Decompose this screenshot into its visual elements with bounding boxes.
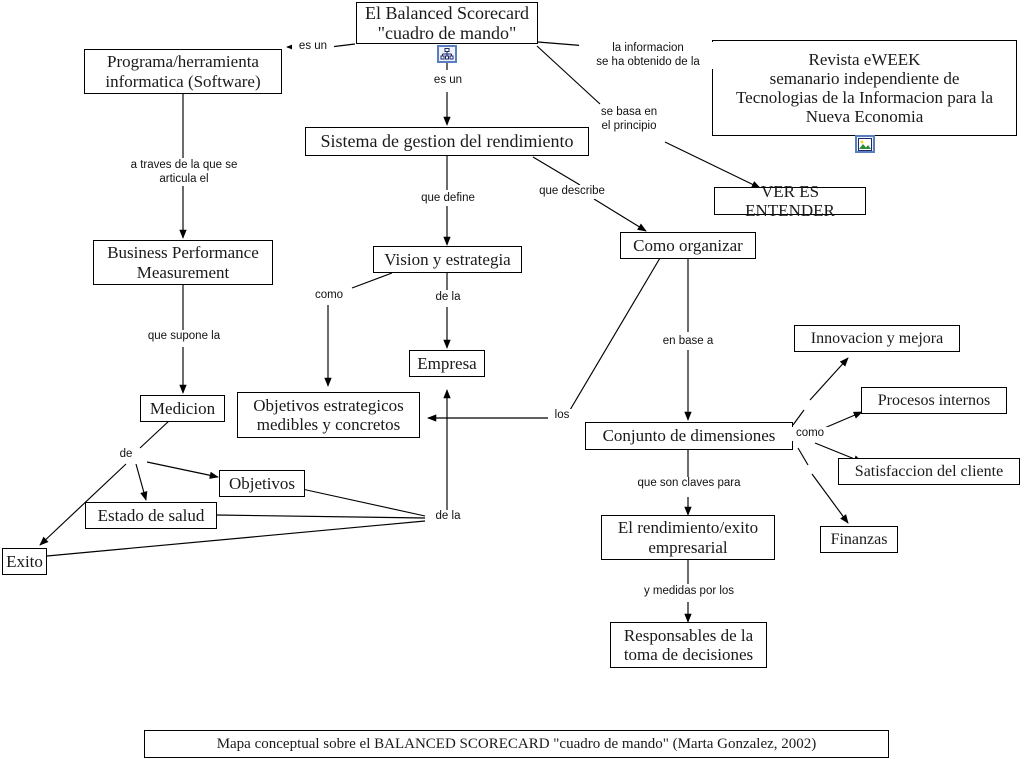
link-label-de-la-empresa-vision: de la xyxy=(428,291,468,305)
link-sistema-org-a xyxy=(532,156,581,186)
node-medicion[interactable]: Medicion xyxy=(140,395,225,422)
link-label-de-medicion: de xyxy=(114,448,138,462)
link-objetivos-dela xyxy=(301,488,426,517)
node-vision-y-estrategia[interactable]: Vision y estrategia xyxy=(373,246,522,273)
link-dim-innovacion xyxy=(809,357,849,401)
node-el-rendimiento-exito-empresarial[interactable]: El rendimiento/exito empresarial xyxy=(601,515,775,560)
link-label-que-son-claves-para: que son claves para xyxy=(627,477,751,491)
concept-map-icon[interactable] xyxy=(437,45,457,63)
node-programa-herramienta[interactable]: Programa/herramienta informatica (Softwa… xyxy=(84,49,282,94)
link-sistema-org-b xyxy=(593,198,647,232)
node-como-organizar[interactable]: Como organizar xyxy=(620,232,756,259)
link-label-que-define: que define xyxy=(414,192,482,206)
link-label-a-traves-de-la-que-se-articula-el: a traves de la que se articula el xyxy=(120,159,248,187)
link-dim-como-stub-2 xyxy=(797,447,809,466)
node-responsables-toma-decisiones[interactable]: Responsables de la toma de decisiones xyxy=(610,622,767,668)
link-label-es-un-programa: es un xyxy=(292,40,334,54)
link-label-como-vision: como xyxy=(309,289,349,303)
link-label-es-un-sistema: es un xyxy=(427,74,469,88)
picture-icon[interactable] xyxy=(855,135,875,153)
link-label-como-dimensiones: como xyxy=(791,427,829,441)
node-objetivos[interactable]: Objetivos xyxy=(219,470,305,497)
link-salud-dela xyxy=(215,514,426,519)
node-satisfaccion-del-cliente[interactable]: Satisfaccion del cliente xyxy=(838,458,1020,485)
node-innovacion-y-mejora[interactable]: Innovacion y mejora xyxy=(794,325,960,352)
link-org-objest-a xyxy=(569,257,661,411)
node-revista-eweek[interactable]: Revista eWEEK semanario independiente de… xyxy=(712,40,1017,136)
link-de-objetivos xyxy=(146,461,219,479)
link-label-la-informacion: la informacion se ha obtenido de la xyxy=(579,42,717,70)
node-conjunto-de-dimensiones[interactable]: Conjunto de dimensiones xyxy=(585,422,793,450)
link-label-los: los xyxy=(548,409,576,423)
link-medicion-de xyxy=(139,419,171,449)
link-label-de-la-junction: de la xyxy=(429,510,467,524)
node-empresa[interactable]: Empresa xyxy=(409,350,485,377)
node-sistema-gestion-rendimiento[interactable]: Sistema de gestion del rendimiento xyxy=(305,127,589,156)
node-exito[interactable]: Exito xyxy=(2,548,47,575)
node-ver-es-entender[interactable]: VER ES ENTENDER xyxy=(714,182,866,220)
link-vision-objest-a xyxy=(351,272,393,289)
node-procesos-internos[interactable]: Procesos internos xyxy=(861,387,1007,414)
link-label-se-basa-en-el-principio: se basa en el principio xyxy=(589,106,669,134)
node-business-performance-measurement[interactable]: Business Performance Measurement xyxy=(93,240,273,285)
node-objetivos-estrategicos[interactable]: Objetivos estrategicos medibles y concre… xyxy=(237,392,420,438)
link-de-salud xyxy=(135,463,148,501)
link-label-en-base-a: en base a xyxy=(655,335,721,349)
link-label-que-supone-la: que supone la xyxy=(139,330,229,344)
node-el-balanced-scorecard[interactable]: El Balanced Scorecard "cuadro de mando" xyxy=(356,2,538,44)
link-dim-como-stub-1 xyxy=(792,409,805,426)
link-label-que-describe: que describe xyxy=(531,185,613,199)
link-label-y-medidas-por-los: y medidas por los xyxy=(635,585,743,599)
node-finanzas[interactable]: Finanzas xyxy=(820,526,898,553)
map-caption: Mapa conceptual sobre el BALANCED SCOREC… xyxy=(144,730,889,758)
node-estado-de-salud[interactable]: Estado de salud xyxy=(85,502,217,529)
